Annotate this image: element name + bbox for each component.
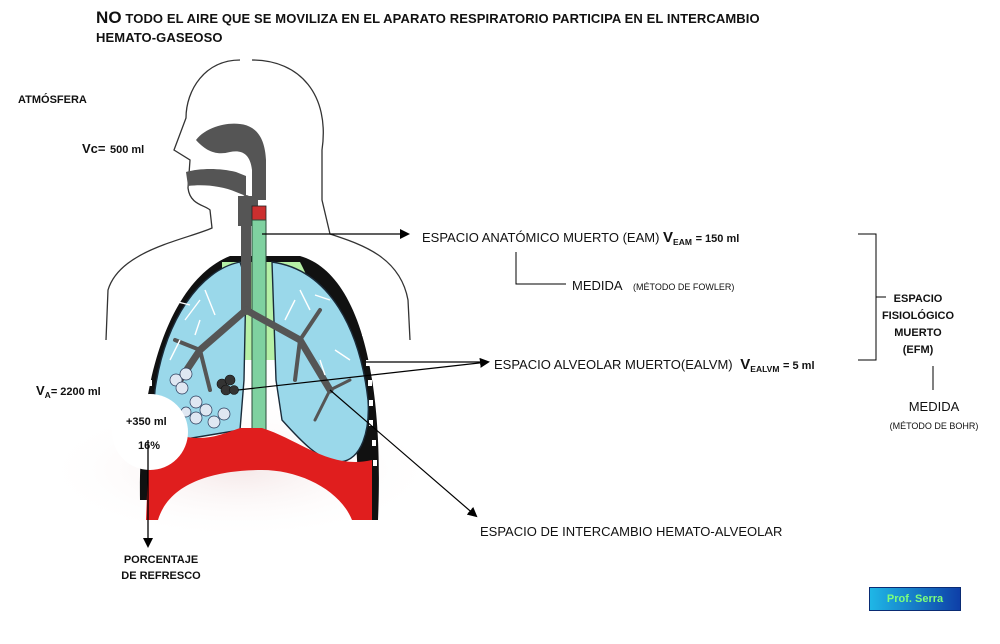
page-title: NO TODO EL AIRE QUE SE MOVILIZA EN EL AP… xyxy=(96,8,760,47)
vc-symbol: Vc= xyxy=(82,141,106,156)
intercambio-pointer xyxy=(329,389,478,518)
intercambio-label: ESPACIO DE INTERCAMBIO HEMATO-ALVEOLAR xyxy=(480,524,783,539)
efm-label: ESPACIO FISIOLÓGICO MUERTO (EFM) xyxy=(870,291,966,359)
ealvm-text: ESPACIO ALVEOLAR MUERTO(EALVM) xyxy=(494,357,733,372)
title-line2: HEMATO-GASEOSO xyxy=(96,30,223,45)
va-label: VA= 2200 ml xyxy=(36,382,101,400)
ealvm-label: ESPACIO ALVEOLAR MUERTO(EALVM) VEALVM = … xyxy=(494,356,815,374)
trachea xyxy=(251,219,267,437)
eam-text: ESPACIO ANATÓMICO MUERTO (EAM) xyxy=(422,230,660,245)
va-subscript: A xyxy=(44,390,51,400)
efm-line2: FISIOLÓGICO xyxy=(881,310,955,322)
eam-symbol: V xyxy=(663,229,674,246)
refresh-percent: 16% xyxy=(138,440,161,452)
medida-bohr: MEDIDA (MÉTODO DE BOHR) xyxy=(876,398,992,435)
medida-bohr-method: (MÉTODO DE BOHR) xyxy=(889,421,979,431)
larynx xyxy=(251,205,267,221)
medida-fowler: MEDIDA (MÉTODO DE FOWLER) xyxy=(572,277,734,295)
eam-label: ESPACIO ANATÓMICO MUERTO (EAM) VEAM = 15… xyxy=(422,229,740,247)
ealvm-value: = 5 ml xyxy=(783,360,815,372)
ealvm-pointer-a xyxy=(237,357,490,391)
efm-line1: ESPACIO xyxy=(893,293,943,305)
efm-line3: MUERTO xyxy=(894,327,942,339)
body-silhouette xyxy=(105,59,411,341)
vc-label: Vc= 500 ml xyxy=(82,140,144,158)
oral-cavity xyxy=(186,169,246,196)
fowler-connector xyxy=(515,252,566,285)
refresh-bubble xyxy=(112,394,188,470)
bronchioles xyxy=(169,289,351,376)
refresh-caption-line2: DE REFRESCO xyxy=(121,570,201,582)
title-rest: TODO EL AIRE QUE SE MOVILIZA EN EL APARA… xyxy=(125,11,760,26)
ealvm-symbol: V xyxy=(740,356,751,373)
author-badge: Prof. Serra xyxy=(869,587,961,611)
refresh-amount: +350 ml xyxy=(126,416,167,428)
efm-line4: (EFM) xyxy=(902,344,934,356)
ealvm-subscript: EALVM xyxy=(750,364,780,374)
medida-fowler-label: MEDIDA xyxy=(572,278,623,293)
vc-value: 500 ml xyxy=(109,144,145,156)
refresh-caption: PORCENTAJE DE REFRESCO xyxy=(116,552,206,584)
eam-value: = 150 ml xyxy=(695,233,740,245)
atmosfera-label: ATMÓSFERA xyxy=(18,94,87,106)
alveoli xyxy=(169,367,231,429)
medida-fowler-method: (MÉTODO DE FOWLER) xyxy=(633,282,735,292)
refresh-caption-line1: PORCENTAJE xyxy=(123,554,199,566)
dead-alveoli xyxy=(216,374,239,396)
medida-bohr-label: MEDIDA xyxy=(908,399,960,414)
title-no: NO xyxy=(96,8,122,27)
eam-subscript: EAM xyxy=(673,237,692,247)
diaphragm xyxy=(146,420,372,520)
nasal-cavity xyxy=(196,123,266,200)
va-symbol: V xyxy=(36,383,45,398)
va-value: = 2200 ml xyxy=(50,386,101,398)
bronchial-tree xyxy=(173,195,352,422)
